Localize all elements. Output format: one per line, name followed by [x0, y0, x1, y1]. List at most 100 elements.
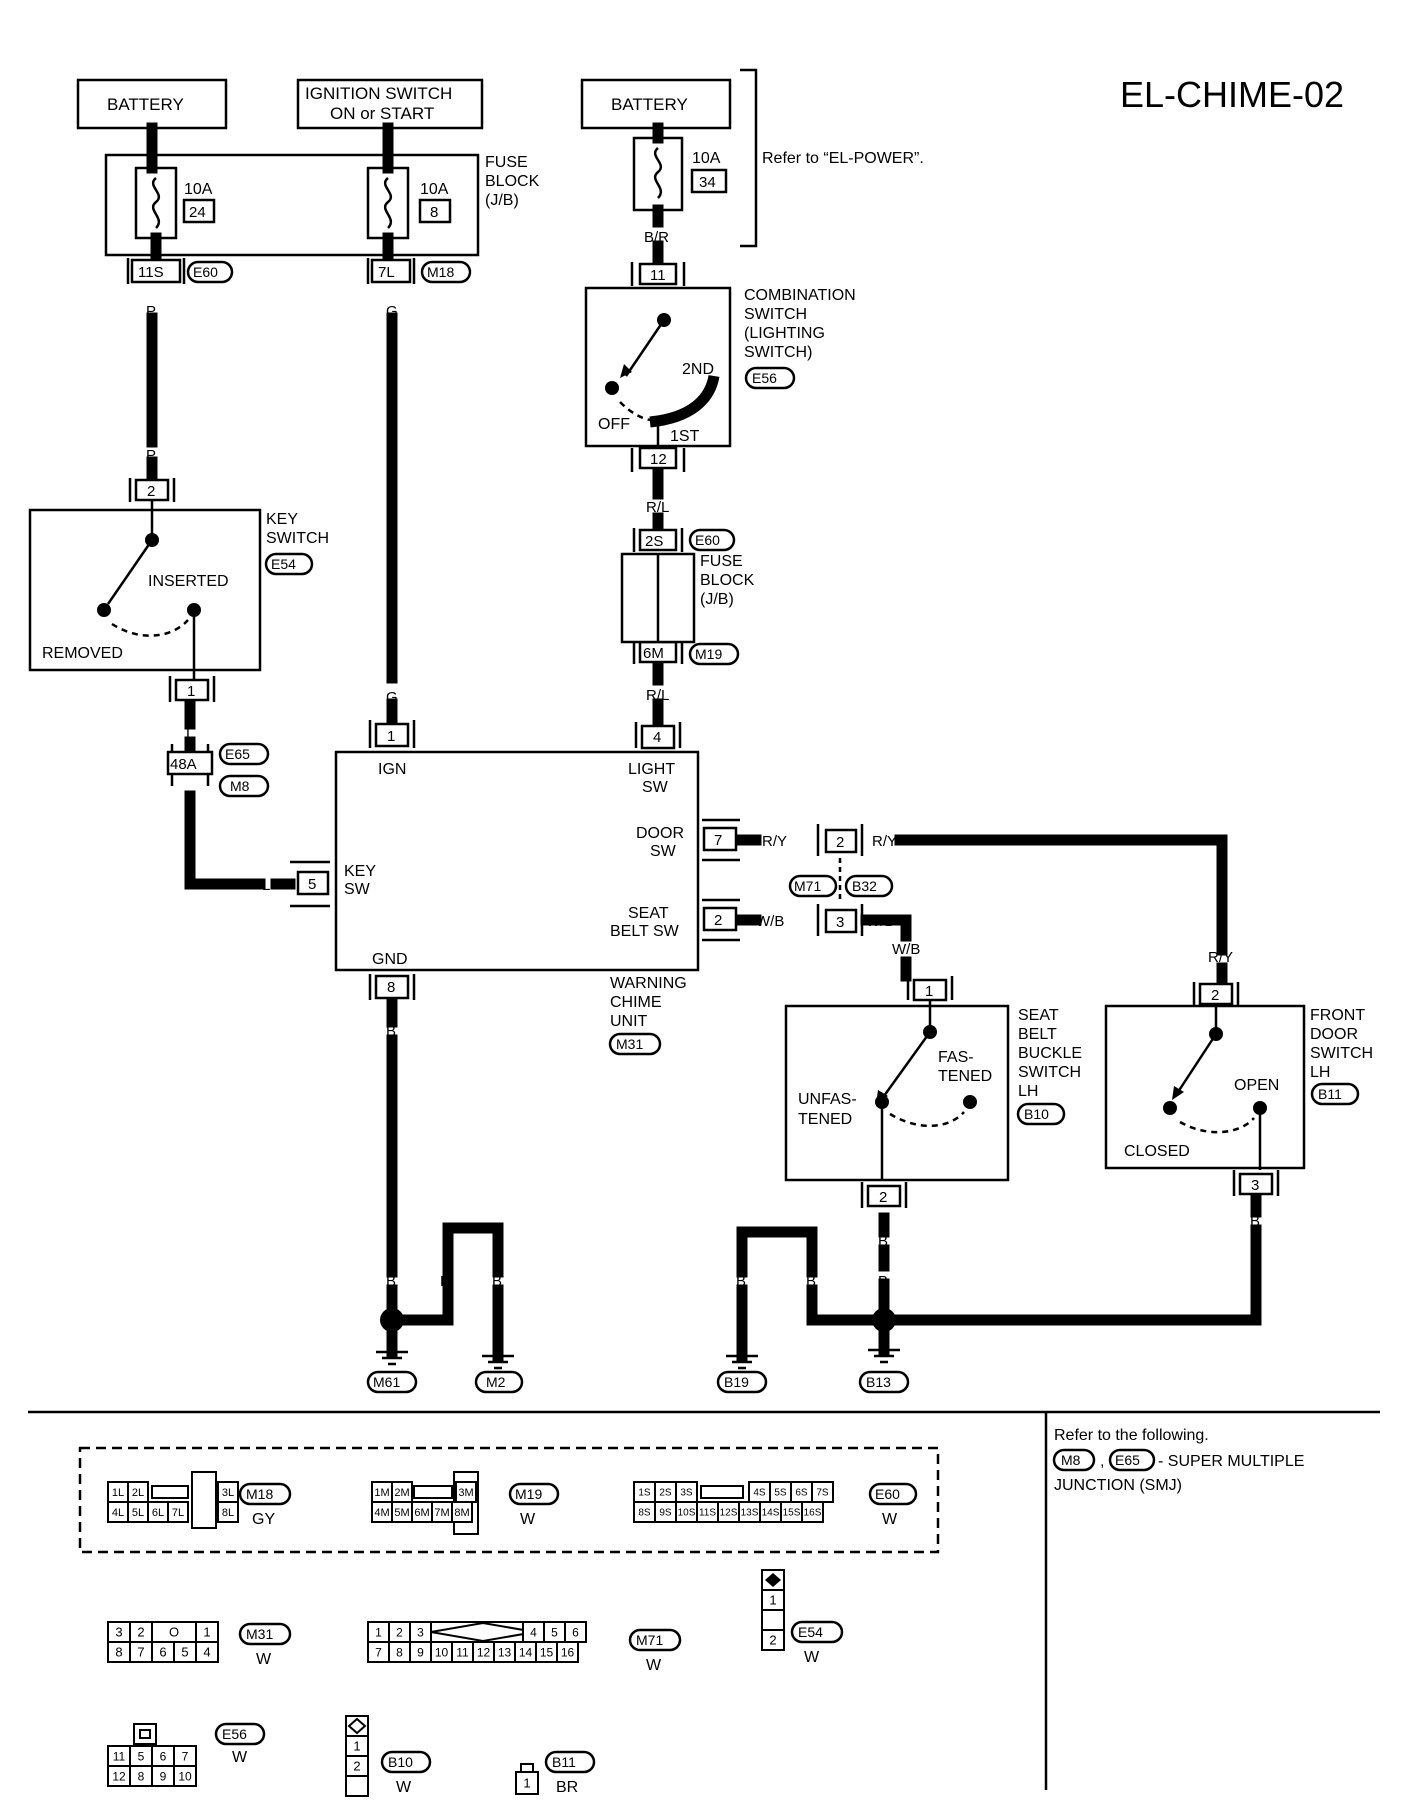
- e60-label-1: E60: [193, 264, 218, 280]
- b10-tag-2: [380, 1750, 432, 1774]
- fuse-24-amp: 10A: [184, 181, 213, 198]
- m71-pin-label: 1: [375, 1625, 382, 1639]
- ground-icon-m2: [482, 1354, 514, 1370]
- wire-label-b-8: B: [878, 1233, 888, 1250]
- e60-pin-label: 11S: [699, 1508, 716, 1519]
- m71-pin-label: 10: [435, 1645, 449, 1659]
- e60-pin-label: 12S: [720, 1508, 738, 1519]
- unit-door-label-2: SW: [650, 843, 677, 860]
- unit-light-label-1: LIGHT: [628, 761, 675, 778]
- e56-label: E56: [752, 370, 777, 386]
- e60-key-cell: [700, 1485, 744, 1499]
- combo-label-2: SWITCH: [744, 306, 807, 323]
- combo-label-3: (LIGHTING: [744, 325, 825, 342]
- fuse-24-element: [151, 177, 161, 229]
- ground-icon-b19: [726, 1354, 758, 1370]
- combo-label-1: COMBINATION: [744, 287, 856, 304]
- svg-text:2: 2: [1211, 987, 1219, 1004]
- fuse-24-number: 24: [189, 204, 206, 221]
- sb-label-4: SWITCH: [1018, 1064, 1081, 1081]
- connector-ks2: 2: [128, 478, 176, 502]
- b11-label: B11: [1318, 1086, 1342, 1102]
- e60-label-3: E60: [875, 1486, 900, 1502]
- fd-arm: [1176, 1033, 1218, 1093]
- battery-label-1: BATTERY: [107, 95, 184, 114]
- unit-key-label-1: KEY: [344, 863, 376, 880]
- m71-label: M71: [794, 878, 821, 894]
- unit-pin-2: 2: [702, 898, 740, 942]
- e56-pin-label: 12: [112, 1769, 126, 1783]
- connector-12: 12: [630, 446, 686, 472]
- m19-pin-label: 7M: [434, 1507, 449, 1519]
- connector-face-b11: 1: [515, 1763, 539, 1795]
- key-switch-arm: [106, 539, 154, 605]
- unit-seat-label-1: SEAT: [628, 905, 669, 922]
- e56-pin-label: 11: [113, 1749, 126, 1763]
- e60-pin-cell: [801, 1501, 824, 1523]
- fuse-34-element: [653, 147, 663, 199]
- unit-pin-5: 5: [290, 860, 330, 908]
- e60-pin-label: 4S: [753, 1488, 766, 1499]
- m19-pin-label: 3M: [458, 1487, 473, 1499]
- e56-pin-label: 8: [138, 1769, 145, 1783]
- m18-tag-1: [420, 260, 472, 284]
- wire-label-p-1: P: [146, 303, 156, 320]
- m71-tag-2: [628, 1628, 682, 1652]
- e54-diamond-icon: [765, 1573, 781, 1587]
- m71-pin-label: 9: [417, 1645, 424, 1659]
- connector-2s: 2S: [632, 528, 684, 552]
- fuse-block-label-2: BLOCK: [485, 173, 540, 190]
- m61-label: M61: [373, 1374, 400, 1390]
- m71-pin-cell: [556, 1641, 579, 1663]
- b10-pin-label: 1: [353, 1739, 360, 1754]
- m19-label-1: M19: [695, 646, 722, 662]
- svg-text:48A: 48A: [170, 756, 197, 773]
- fd-open-label: OPEN: [1234, 1077, 1279, 1094]
- e56-pin-label: 6: [160, 1749, 167, 1763]
- fuse-8-number-box: [418, 198, 452, 224]
- m18-pin-label: 7L: [172, 1507, 184, 1519]
- fuse-block-label-1: FUSE: [485, 154, 528, 171]
- m19-label-2: M19: [515, 1486, 542, 1502]
- m18-key-cell: [151, 1485, 189, 1499]
- sb-label-5: LH: [1018, 1083, 1038, 1100]
- m71-pin-label: 4: [530, 1625, 537, 1639]
- m19-color: W: [520, 1511, 536, 1528]
- fuse-8-element: [383, 177, 393, 229]
- ground-icon-m61: [376, 1350, 408, 1366]
- e56-tag: [744, 366, 796, 390]
- sb-fastened-terminal: [963, 1095, 977, 1109]
- combo-label-4: SWITCH): [744, 344, 812, 361]
- fuse-34-amp: 10A: [692, 150, 721, 167]
- m31-pin-label: 3: [115, 1625, 122, 1640]
- m18-color: GY: [252, 1511, 275, 1528]
- connector-7l: 7L: [366, 258, 416, 284]
- battery-box-1: [76, 78, 228, 130]
- connector-sb1: 1: [906, 976, 954, 1002]
- unit-name-3: UNIT: [610, 1013, 648, 1030]
- wire-label-b-3: B: [440, 1273, 450, 1290]
- e56-pin-cell: [173, 1765, 197, 1787]
- m18-pin-cell: [217, 1501, 239, 1523]
- e60-pin-label: 1S: [638, 1488, 651, 1499]
- connector-fd2: 2: [1192, 982, 1240, 1006]
- e56-tag-2: [214, 1722, 266, 1746]
- e60-pin-label: 7S: [816, 1488, 829, 1499]
- m71-pin-label: 7: [375, 1645, 382, 1659]
- b19-tag: [716, 1370, 768, 1394]
- e60-pin-label: 16S: [804, 1508, 822, 1519]
- m71-pin-label: 5: [551, 1625, 558, 1639]
- m71-pin-label: 6: [572, 1625, 579, 1639]
- fuse-block-lower-label-3: (J/B): [700, 591, 734, 608]
- fd-label-3: SWITCH: [1310, 1045, 1373, 1062]
- unit-pin-4: 4: [634, 722, 682, 750]
- m31-label-2: M31: [246, 1626, 273, 1642]
- connector-m71-2: 2: [816, 824, 864, 856]
- unit-pin-8: 8: [368, 974, 416, 1000]
- m19-key-cell: [413, 1485, 453, 1499]
- e54-pin-cell: [761, 1629, 785, 1651]
- fuse-block-lower-label-2: BLOCK: [700, 572, 755, 589]
- fd-closed-label: CLOSED: [1124, 1143, 1190, 1160]
